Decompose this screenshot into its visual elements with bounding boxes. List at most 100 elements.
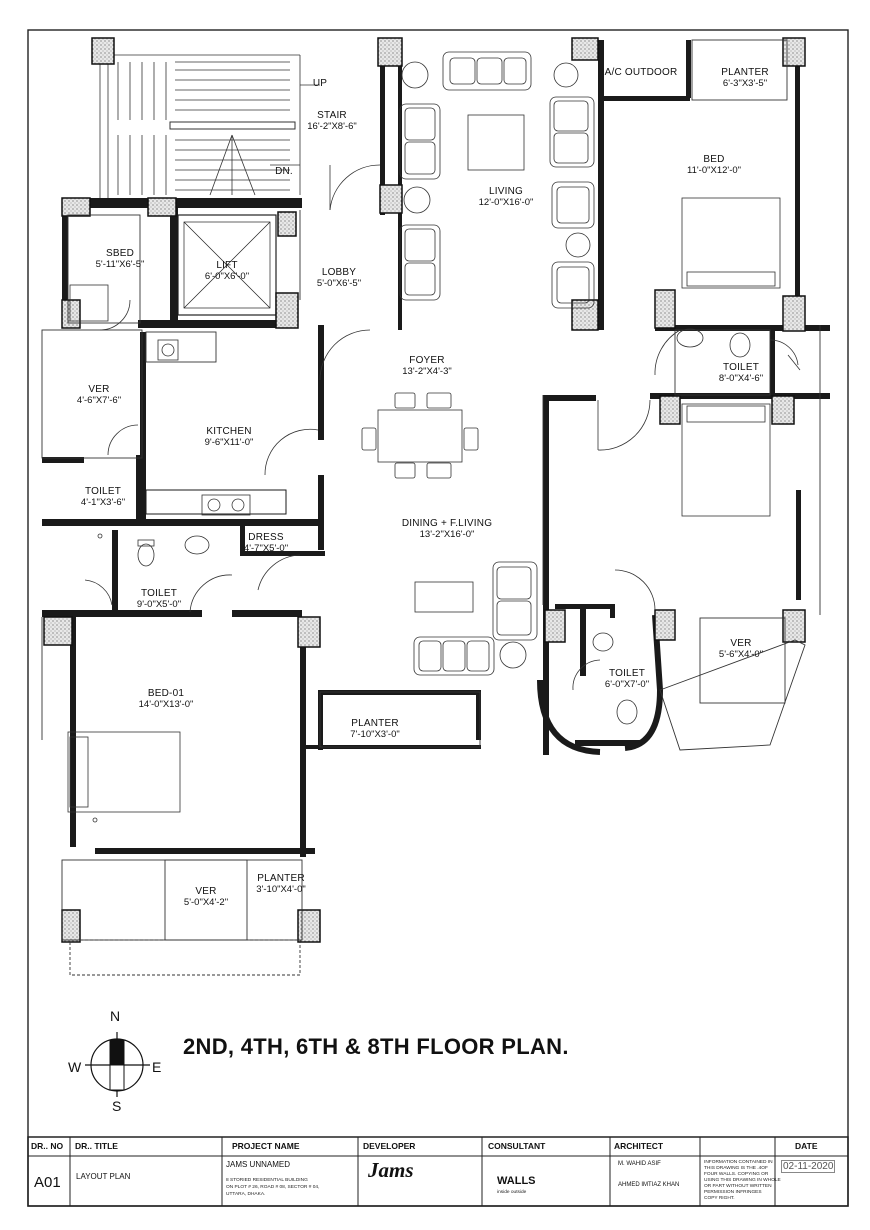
room-dimensions: 9'-0"X5'-0" (136, 599, 182, 610)
room-name: PLANTER (351, 718, 399, 729)
compass-east: E (152, 1059, 162, 1075)
room-name: VER (195, 886, 217, 897)
room-name: A/C OUTDOOR (604, 67, 678, 78)
room-name: BED (703, 154, 725, 165)
room-dimensions: 5'-11"X6'-5" (95, 259, 145, 270)
room-dimensions: 6'-0"X6'-0" (204, 271, 250, 282)
drawing-title: LAYOUT PLAN (76, 1172, 131, 1181)
tb-header-architect: ARCHITECT (614, 1141, 664, 1151)
copyright-note-line: OR PART WITHOUT WRITTEN (704, 1184, 772, 1189)
room-name: BED-01 (147, 688, 185, 699)
room-name: UP (312, 78, 328, 89)
doors (84, 164, 801, 691)
compass-rose (85, 1032, 150, 1097)
title-block-border (27, 1136, 849, 1207)
compass-north: N (110, 1008, 121, 1024)
copyright-note-line: FOUR WALLS. COPYING OR (704, 1172, 769, 1177)
furniture (67, 51, 781, 823)
room-dimensions: 12'-0"X16'-0" (478, 197, 534, 208)
room-name: STAIR (317, 110, 347, 121)
room-dimensions: 4'-6"X7'-6" (76, 395, 122, 406)
room-name: PLANTER (257, 873, 305, 884)
room-dimensions: 3'-10"X4'-0" (256, 884, 306, 895)
tb-header-developer: DEVELOPER (363, 1141, 416, 1151)
room-name: TOILET (84, 486, 122, 497)
drawing-number: A01 (34, 1174, 61, 1191)
room-name: VER (730, 638, 752, 649)
room-dimensions: 16'-2"X8'-6" (307, 121, 357, 132)
room-dimensions: 13'-2"X4'-3" (402, 366, 452, 377)
stair-block (99, 54, 320, 200)
project-addr-2: UTTARA, DHAKA. (226, 1192, 266, 1197)
room-name: TOILET (140, 588, 178, 599)
room-dimensions: 5'-0"X6'-5" (316, 278, 362, 289)
room-name: KITCHEN (206, 426, 252, 437)
room-label: DN. (275, 166, 293, 177)
room-dimensions: 5'-0"X4'-2" (183, 897, 229, 908)
copyright-note-line: PERMISSION INFRINGES (704, 1190, 762, 1195)
project-name: JAMS UNNAMED (226, 1160, 291, 1169)
developer-logo: Jams (368, 1158, 414, 1182)
room-dimensions: 9'-6"X11'-0" (204, 437, 254, 448)
copyright-note-line: THIS DRAWING IS THE .4OF (704, 1166, 768, 1171)
floor-plan-title: 2ND, 4TH, 6TH & 8TH FLOOR PLAN. (183, 1034, 569, 1059)
room-name: DRESS (248, 532, 284, 543)
copyright-note-line: USING THIS DRAWING IN WHOLE (704, 1178, 781, 1183)
room-name: SBED (105, 248, 135, 259)
tb-header-dr-title: DR.. TITLE (75, 1141, 118, 1151)
room-dimensions: 14'-0"X13'-0" (138, 699, 194, 710)
room-name: TOILET (722, 362, 760, 373)
room-dimensions: 11'-0"X12'-0" (686, 165, 742, 176)
room-dimensions: 6'-3"X3'-5" (722, 78, 768, 89)
room-name: LIFT (216, 260, 238, 271)
consultant-logo: WALLS (497, 1175, 536, 1187)
project-desc: 8 STORIED RESIDENTIAL BUILDING (226, 1178, 308, 1183)
room-dimensions: 8'-0"X4'-6" (718, 373, 764, 384)
compass-south: S (112, 1098, 122, 1114)
room-dimensions: 13'-2"X16'-0" (419, 529, 475, 540)
drawing-date: 02-11-2020 (781, 1160, 836, 1173)
room-dimensions: 4'-7"X5'-0" (243, 543, 289, 554)
room-name: LIVING (489, 186, 523, 197)
room-name: TOILET (608, 668, 646, 679)
curved-wall (537, 679, 601, 755)
architect-1: M. WAHID ASIF (618, 1161, 661, 1167)
copyright-note-line: INFORMATION CONTAINED IN (704, 1160, 773, 1165)
room-name: DINING + F.LIVING (401, 518, 493, 529)
room-name: PLANTER (721, 67, 769, 78)
room-name: LOBBY (321, 267, 357, 278)
room-dimensions: 4'-1"X3'-6" (80, 497, 126, 508)
room-name: FOYER (409, 355, 445, 366)
tb-header-dr-no: DR.. NO (31, 1141, 64, 1151)
project-addr-1: ON PLOT # 26, ROAD # 08, SECTOR # 04, (226, 1185, 320, 1190)
architect-2: AHMED IMTIAZ KHAN (618, 1182, 680, 1188)
compass-west: W (68, 1059, 82, 1075)
room-dimensions: 5'-6"X4'-0" (718, 649, 764, 660)
room-dimensions: 6'-0"X7'-0" (604, 679, 650, 690)
consultant-tagline: inside outside (497, 1190, 527, 1195)
room-name: VER (88, 384, 110, 395)
title-block-grid (28, 1137, 848, 1206)
